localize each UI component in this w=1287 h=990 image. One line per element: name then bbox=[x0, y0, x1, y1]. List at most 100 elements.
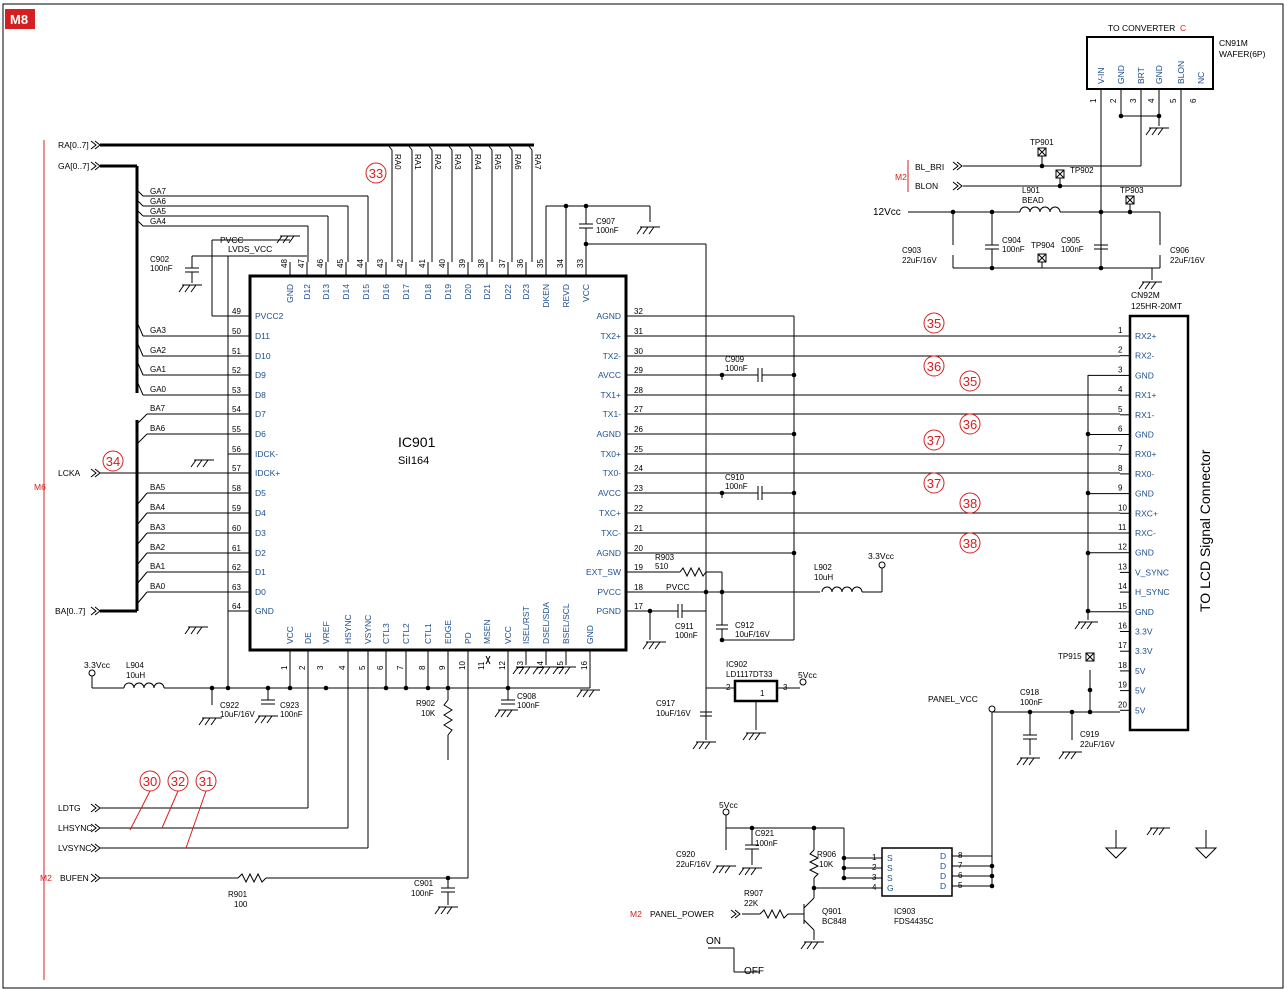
ic903-ref: IC903 bbox=[894, 907, 916, 916]
c918-val: 100nF bbox=[1020, 698, 1043, 707]
ground-hatch bbox=[564, 666, 571, 675]
arrow-head bbox=[952, 181, 959, 191]
pin-name: RX0- bbox=[1135, 469, 1155, 479]
sheet-badge-label: M8 bbox=[10, 12, 28, 27]
ground-hatch bbox=[266, 715, 273, 724]
ground-hatch bbox=[1158, 827, 1165, 836]
pin-name: D bbox=[940, 881, 946, 891]
ic901-pins: 48GND47D1246D1345D1444D1543D1642D1741D18… bbox=[228, 259, 643, 670]
pin-number: 58 bbox=[232, 484, 241, 493]
pin-name: D14 bbox=[341, 284, 351, 300]
ground-hatch bbox=[210, 717, 217, 726]
pin-number: 4 bbox=[338, 665, 347, 670]
bus-net-label: BA2 bbox=[150, 543, 166, 552]
arrow-head bbox=[90, 140, 97, 150]
pin-name: PVCC bbox=[597, 587, 621, 597]
arrow-head bbox=[94, 843, 101, 853]
r901-ref: R901 bbox=[228, 890, 248, 899]
c903-ref: C903 bbox=[902, 246, 922, 255]
junction-dot bbox=[1156, 113, 1162, 119]
m2-ref-panel-power: M2 bbox=[630, 909, 642, 919]
ground-hatch bbox=[446, 906, 453, 915]
pin-number: 18 bbox=[634, 583, 643, 592]
pin-name: GND bbox=[1135, 370, 1154, 380]
arrow-head bbox=[94, 803, 101, 813]
tp904-label: TP904 bbox=[1031, 241, 1055, 250]
bus-tap bbox=[407, 144, 413, 151]
test-point-cross bbox=[1085, 652, 1095, 662]
bus-net-label: RA2 bbox=[433, 154, 442, 170]
cn91m-title-mark: C bbox=[1180, 23, 1186, 33]
c910-val: 100nF bbox=[725, 482, 748, 491]
arrow-head bbox=[90, 843, 97, 853]
pin-number: 38 bbox=[477, 259, 486, 268]
pin-number: 11 bbox=[1118, 523, 1127, 532]
bus-tap bbox=[136, 532, 148, 546]
pin-number: 2 bbox=[1118, 346, 1123, 355]
junction-dot bbox=[791, 431, 797, 437]
pin-name: V-IN bbox=[1096, 67, 1106, 84]
c909-val: 100nF bbox=[725, 364, 748, 373]
pin-number: 46 bbox=[316, 259, 325, 268]
arrow-head bbox=[90, 873, 97, 883]
pin-name: S bbox=[887, 873, 893, 883]
cn92m-side-label: TO LCD Signal Connector bbox=[1197, 449, 1213, 612]
pin-name: V_SYNC bbox=[1135, 567, 1169, 577]
arrow-head bbox=[956, 161, 963, 171]
c907-val: 100nF bbox=[596, 226, 619, 235]
ic901-body bbox=[248, 274, 628, 652]
ground-hatch bbox=[558, 666, 565, 675]
l902-ref: L902 bbox=[814, 563, 832, 572]
pin-name: 5V bbox=[1135, 686, 1146, 696]
ground-hatch bbox=[744, 867, 751, 876]
pin-name: GND bbox=[1116, 65, 1126, 84]
junction-dot bbox=[989, 209, 995, 215]
cn91m-type: WAFER(6P) bbox=[1219, 49, 1266, 59]
ground-hatch bbox=[1146, 827, 1153, 836]
pin-number: 15 bbox=[556, 661, 565, 670]
pin-number: 8 bbox=[418, 665, 427, 670]
pin-number: 17 bbox=[634, 602, 643, 611]
pin-number: 5 bbox=[358, 665, 367, 670]
ground-hatch bbox=[654, 641, 661, 650]
panel-power-label: PANEL_POWER bbox=[650, 909, 714, 919]
ground-triangle bbox=[1194, 847, 1218, 859]
arrow-head bbox=[734, 909, 741, 919]
cn92m-ref: CN92M bbox=[1131, 290, 1160, 300]
l902-val: 10uH bbox=[814, 573, 833, 582]
bus-lines bbox=[100, 143, 534, 613]
bus-tap bbox=[387, 144, 393, 151]
pin-number: 64 bbox=[232, 602, 241, 611]
junction-dot bbox=[749, 825, 755, 831]
pin-name: AVCC bbox=[598, 488, 621, 498]
blon-label: BLON bbox=[915, 181, 938, 191]
pin-number: 20 bbox=[634, 544, 643, 553]
pin-number: 59 bbox=[232, 504, 241, 513]
marker-label: 36 bbox=[963, 417, 977, 432]
pin-name: PD bbox=[463, 632, 473, 644]
junction-dot bbox=[1098, 265, 1104, 271]
l904-val: 10uH bbox=[126, 671, 145, 680]
bus-tap bbox=[136, 199, 144, 207]
ground-hatch bbox=[440, 906, 447, 915]
pin-number: 7 bbox=[1118, 444, 1123, 453]
c907-net bbox=[545, 205, 707, 740]
junction-dot bbox=[989, 863, 995, 869]
bus-tap bbox=[136, 380, 144, 396]
ground-hatch bbox=[544, 666, 551, 675]
pin-name: S bbox=[887, 863, 893, 873]
pin-number: 29 bbox=[634, 366, 643, 375]
marker-circle bbox=[959, 370, 981, 392]
pin-name: D19 bbox=[443, 284, 453, 300]
bus-net-label: GA2 bbox=[150, 346, 167, 355]
pin-number: 9 bbox=[438, 665, 447, 670]
pin-name: ISEL/RST bbox=[521, 606, 531, 644]
junction-dot bbox=[583, 241, 589, 247]
ground-hatch bbox=[636, 226, 643, 235]
c922-ref: C922 bbox=[220, 701, 240, 710]
marker-circle bbox=[959, 492, 981, 514]
junction-dot bbox=[403, 685, 409, 691]
